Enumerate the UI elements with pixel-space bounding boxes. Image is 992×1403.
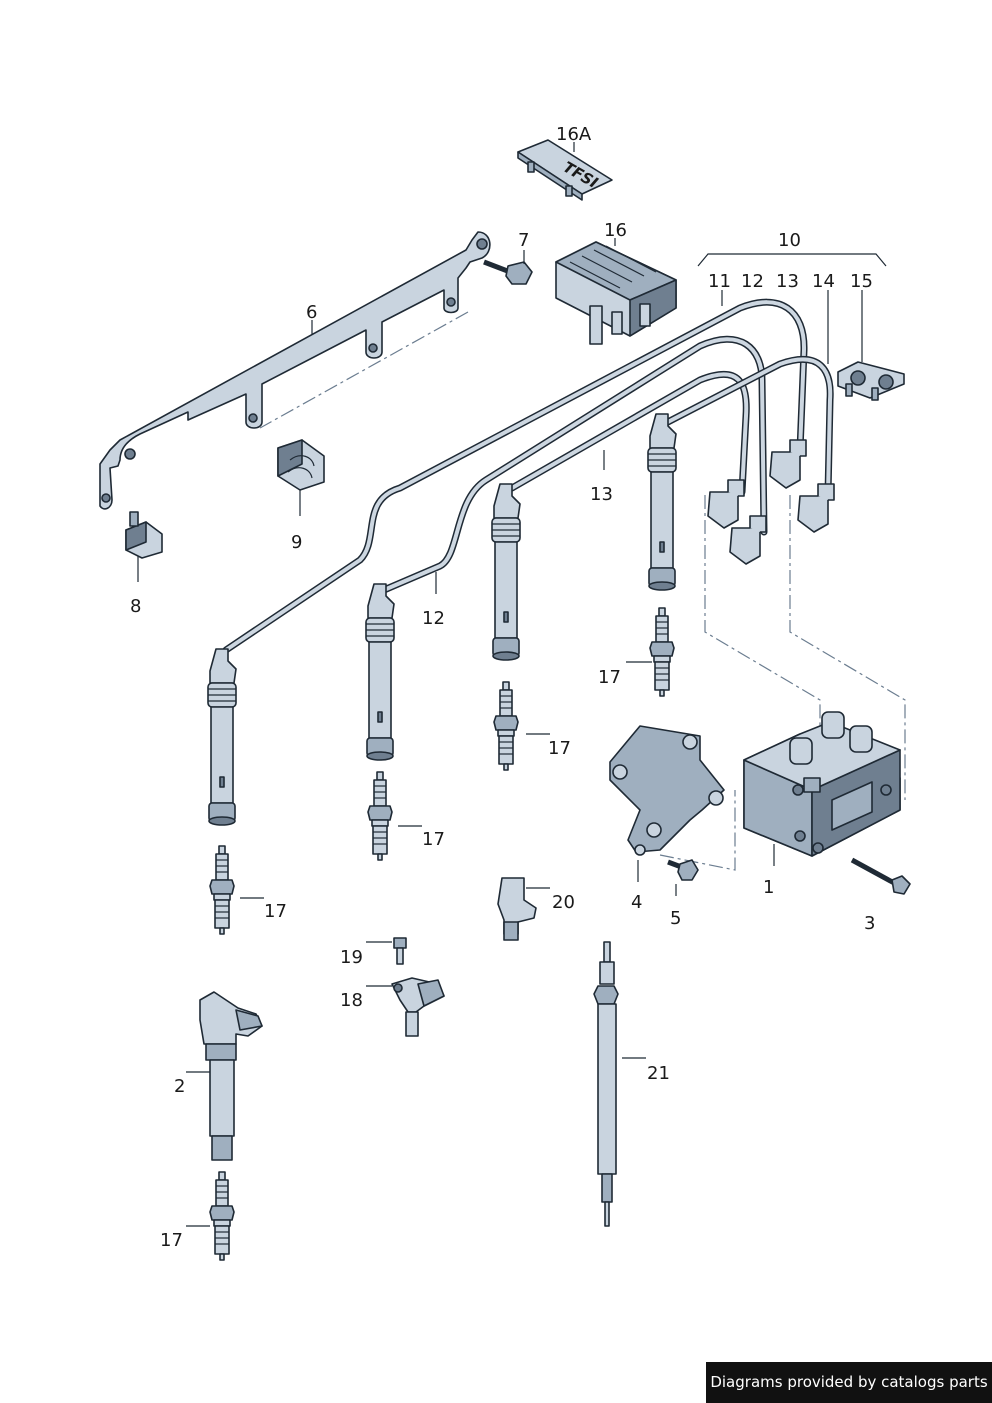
callout-12: 12 (422, 608, 445, 629)
callout-labels: 16A 16 7 10 11 12 13 14 15 6 13 9 8 12 1… (130, 124, 875, 1251)
wire-end-boots (707, 439, 835, 565)
callout-17-d: 17 (264, 901, 287, 922)
callout-21: 21 (647, 1063, 670, 1084)
callout-5: 5 (670, 908, 681, 929)
cable-holder-rail (99, 231, 491, 510)
callout-11: 11 (708, 271, 731, 292)
bolt-7 (483, 259, 533, 285)
callout-8: 8 (130, 596, 141, 617)
callout-1: 1 (763, 877, 774, 898)
callout-10: 10 (778, 230, 801, 251)
callout-19: 19 (340, 947, 363, 968)
ignition-coil (743, 711, 901, 857)
clip-9 (277, 439, 325, 491)
callout-7: 7 (518, 230, 529, 251)
engine-cover-tfsi: TFSI (517, 139, 613, 201)
bolt-3 (850, 857, 911, 895)
callout-13: 13 (590, 484, 613, 505)
glow-plug (593, 941, 619, 1227)
callout-9: 9 (291, 532, 302, 553)
bolt-5 (667, 859, 699, 881)
callout-6: 6 (306, 302, 317, 323)
callout-leaders (137, 142, 887, 1227)
callout-14: 14 (812, 271, 835, 292)
callout-4: 4 (631, 892, 642, 913)
ignition-wires (222, 298, 834, 654)
callout-3: 3 (864, 913, 875, 934)
reference-lines (259, 311, 906, 871)
callout-16a: 16A (556, 124, 592, 145)
callout-17-b: 17 (548, 738, 571, 759)
callout-17-c: 17 (422, 829, 445, 850)
callout-13-top: 13 (776, 271, 799, 292)
bolt-19 (393, 937, 407, 965)
callout-18: 18 (340, 990, 363, 1011)
footer-credit: Diagrams provided by catalogs parts (706, 1362, 992, 1403)
callout-20: 20 (552, 892, 575, 913)
sensor-18 (391, 977, 445, 1037)
callout-12-top: 12 (741, 271, 764, 292)
callout-17-e: 17 (160, 1230, 183, 1251)
callout-15: 15 (850, 271, 873, 292)
coil-bracket (609, 725, 725, 856)
pencil-ignition-coil (199, 991, 263, 1161)
clip-8 (125, 511, 163, 559)
coil-cover (555, 241, 677, 345)
sensor-20 (497, 877, 537, 941)
wire-clip-15 (837, 361, 905, 401)
callout-17-a: 17 (598, 667, 621, 688)
callout-2: 2 (174, 1076, 185, 1097)
callout-16: 16 (604, 220, 627, 241)
